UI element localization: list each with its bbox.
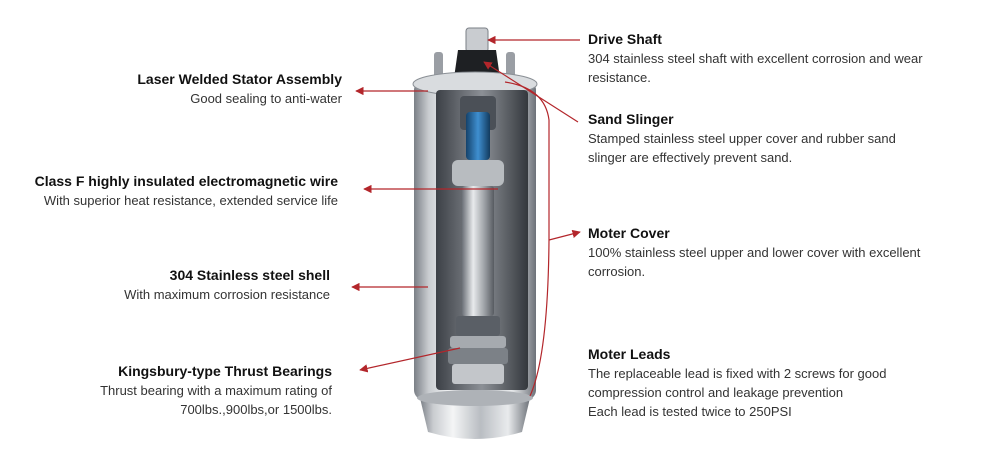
callout-title: Moter Leads [588, 346, 671, 362]
callout-line: Each lead is tested twice to 250PSI [588, 404, 792, 419]
stator-winding [452, 160, 504, 186]
callout-line: 304 stainless steel shaft with excellent… [588, 51, 923, 66]
callout-line: With superior heat resistance, extended … [43, 193, 338, 208]
callout-sand-slinger: Sand Slinger Stamped stainless steel upp… [588, 110, 978, 167]
callout-line: corrosion. [588, 264, 646, 279]
lower-bearing [456, 316, 500, 336]
callout-title: Moter Cover [588, 225, 670, 241]
rotor [462, 186, 494, 316]
drive-shaft-spline [465, 27, 489, 53]
thrust-bearing-ring-1 [450, 336, 506, 348]
callout-moter-cover: Moter Cover 100% stainless steel upper a… [588, 224, 978, 281]
callout-line: With maximum corrosion resistance [124, 287, 330, 302]
leader-lines [351, 35, 581, 397]
callout-drive-shaft: Drive Shaft 304 stainless steel shaft wi… [588, 30, 978, 87]
callout-title: Sand Slinger [588, 111, 674, 127]
callout-thrust-bearing: Kingsbury-type Thrust Bearings Thrust be… [100, 362, 332, 419]
callout-stator: Laser Welded Stator Assembly Good sealin… [137, 70, 342, 108]
callout-line: The replaceable lead is fixed with 2 scr… [588, 366, 887, 381]
callout-line: Thrust bearing with a maximum rating of [100, 383, 332, 398]
thrust-bearing-ring-2 [448, 348, 508, 364]
motor-illustration [412, 27, 538, 439]
callout-title: Class F highly insulated electromagnetic… [34, 173, 338, 189]
blue-seal [466, 112, 490, 160]
leader-cover-bracket [504, 81, 550, 397]
callout-title: Kingsbury-type Thrust Bearings [118, 363, 332, 379]
callout-shell: 304 Stainless steel shell With maximum c… [124, 266, 330, 304]
callout-line: slinger are effectively prevent sand. [588, 150, 793, 165]
callout-title: 304 Stainless steel shell [169, 267, 330, 283]
callout-title: Laser Welded Stator Assembly [137, 71, 342, 87]
callout-line: Stamped stainless steel upper cover and … [588, 131, 896, 146]
thrust-bearing-ring-3 [452, 364, 504, 384]
callout-title: Drive Shaft [588, 31, 662, 47]
leader-sand-slinger [483, 61, 579, 123]
lower-cover [420, 398, 530, 439]
leader-cover [548, 229, 581, 241]
leader-bearing [359, 347, 461, 373]
callout-line: 100% stainless steel upper and lower cov… [588, 245, 921, 260]
callout-moter-leads: Moter Leads The replaceable lead is fixe… [588, 345, 978, 421]
callout-line: 700lbs.,900lbs,or 1500lbs. [180, 402, 332, 417]
base-rim [417, 390, 533, 406]
callout-line: resistance. [588, 70, 651, 85]
callout-line: compression control and leakage preventi… [588, 385, 844, 400]
callout-line: Good sealing to anti-water [190, 91, 342, 106]
callout-wire: Class F highly insulated electromagnetic… [35, 172, 338, 210]
